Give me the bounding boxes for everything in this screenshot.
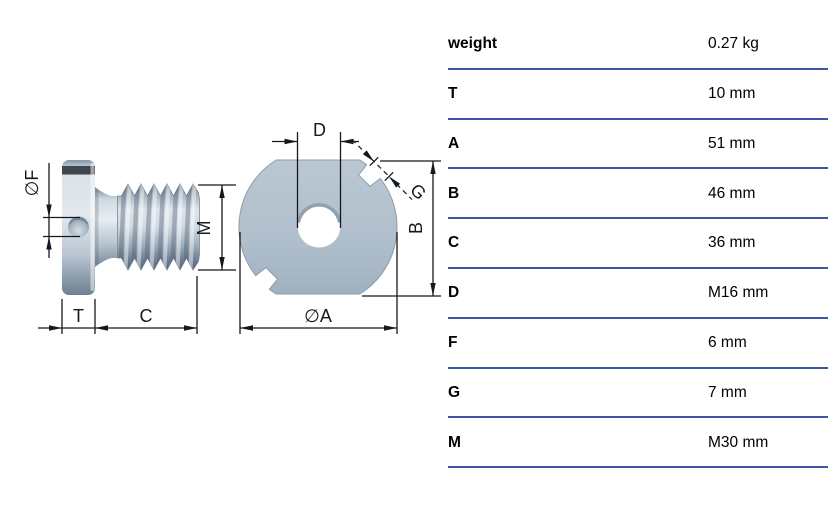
front-view — [238, 159, 398, 295]
spec-value: 51 mm — [708, 134, 756, 152]
spec-row: weight 0.27 kg — [448, 20, 828, 70]
dim-c-label: C — [140, 306, 153, 326]
dim-d: D — [272, 120, 359, 228]
spec-value: 46 mm — [708, 184, 756, 202]
spec-label: weight — [448, 35, 498, 53]
spec-row: D M16 mm — [448, 269, 828, 319]
spec-row: G 7 mm — [448, 369, 828, 419]
spec-row: F 6 mm — [448, 319, 828, 369]
spec-row: A 51 mm — [448, 120, 828, 170]
neck-shadow — [95, 190, 99, 264]
spec-label: D — [448, 284, 460, 302]
f-hole-rim — [68, 217, 89, 225]
center-hole-rim — [296, 203, 342, 223]
dim-f-label: ∅F — [22, 170, 42, 197]
spec-label: B — [448, 184, 460, 202]
spec-table: weight 0.27 kg T 10 mm A 51 mm B 46 mm C 36 mm D M1… — [448, 20, 828, 469]
dim-a: ∅A — [239, 232, 398, 334]
disc-center-hole — [297, 204, 341, 248]
spec-value: 36 mm — [708, 234, 756, 252]
dim-d-label: D — [313, 120, 326, 140]
spec-value: M30 mm — [708, 433, 769, 451]
dim-m-label: M — [194, 221, 214, 236]
spec-label: C — [448, 234, 460, 252]
head-f-hole — [68, 216, 89, 238]
spec-row: T 10 mm — [448, 70, 828, 120]
head-highlight — [90, 163, 95, 291]
spec-value: 6 mm — [708, 333, 747, 351]
dim-b-label: B — [406, 222, 426, 234]
spec-label: A — [448, 134, 460, 152]
dim-f: ∅F — [22, 163, 80, 258]
spec-label: F — [448, 333, 458, 351]
thread-flanks — [118, 184, 197, 270]
dim-b: B — [362, 160, 441, 297]
side-view — [62, 160, 200, 295]
head-slot — [62, 166, 95, 175]
spec-value: M16 mm — [708, 284, 769, 302]
technical-drawing: ∅F M T C — [22, 120, 441, 334]
spec-row: B 46 mm — [448, 169, 828, 220]
dim-m: M — [194, 184, 236, 271]
spec-value: 0.27 kg — [708, 35, 759, 53]
spec-value: 10 mm — [708, 84, 756, 102]
spec-value: 7 mm — [708, 383, 747, 401]
spec-label: M — [448, 433, 461, 451]
spec-label: T — [448, 84, 458, 102]
dim-a-label: ∅A — [304, 306, 332, 326]
spec-row: C 36 mm — [448, 219, 828, 269]
dim-t-c: T C — [38, 276, 198, 334]
dim-g-label: G — [406, 180, 430, 204]
dim-t-label: T — [73, 306, 84, 326]
screw-thread — [117, 183, 200, 271]
spec-label: G — [448, 383, 461, 401]
spec-row: M M30 mm — [448, 418, 828, 469]
screw-neck — [95, 187, 118, 267]
